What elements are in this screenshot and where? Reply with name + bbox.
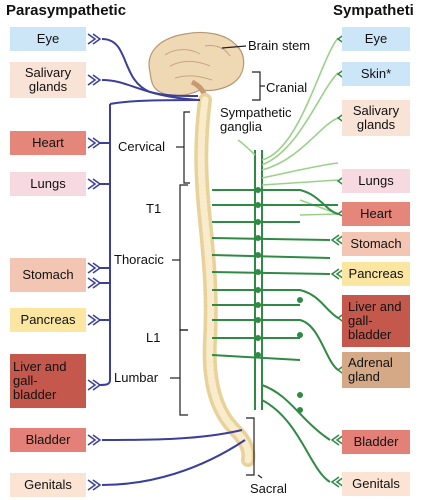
para-heart-box: Heart — [10, 131, 86, 155]
sympathetic-nerves-light — [237, 37, 339, 216]
cranial-label: Cranial — [266, 80, 308, 95]
symp-pancreas-label: Pancreas — [348, 266, 404, 281]
symp-liver-label: Liver and gall-bladder — [348, 299, 402, 342]
para-pancreas-box: Pancreas — [10, 308, 86, 332]
symp-bladder-label: Bladder — [353, 434, 399, 449]
symp-adrenal-label: Adrenal gland — [348, 355, 393, 384]
l1-label: L1 — [146, 330, 161, 345]
symp-heart-box: Heart — [342, 202, 410, 226]
sacral-label: Sacral — [250, 481, 287, 496]
symp-salivary-label: Salivary glands — [352, 103, 400, 132]
para-pancreas-label: Pancreas — [20, 312, 76, 327]
lumbar-label: Lumbar — [114, 370, 159, 385]
brain-illustration — [148, 31, 245, 101]
para-eye-label: Eye — [36, 31, 60, 46]
sympathetic-nerves-dark — [211, 189, 339, 483]
brain-stem-label: Brain stem — [248, 38, 311, 53]
symp-skin-label: Skin* — [360, 66, 392, 81]
symp-heart-label: Heart — [360, 206, 392, 221]
para-salivary-box: Salivary glands — [10, 62, 86, 98]
region-brackets — [170, 45, 265, 479]
para-genitals-label: Genitals — [24, 477, 72, 492]
symp-genitals-label: Genitals — [352, 476, 400, 491]
thoracic-label: Thoracic — [114, 252, 164, 267]
para-liver-box: Liver and gall-bladder — [10, 354, 86, 408]
symp-salivary-box: Salivary glands — [342, 100, 410, 136]
symp-eye-label: Eye — [364, 31, 388, 46]
para-bladder-label: Bladder — [25, 432, 71, 447]
symp-eye-box: Eye — [342, 27, 410, 51]
sympathetic-chain — [254, 150, 263, 410]
para-eye-box: Eye — [10, 27, 86, 51]
sympathetic-header: Sympatheti — [333, 2, 414, 19]
sympathetic-ganglia-label: Sympathetic ganglia — [220, 105, 292, 134]
para-liver-label: Liver and gall-bladder — [13, 359, 67, 402]
symp-adrenal-box: Adrenal gland — [342, 352, 410, 388]
symp-pancreas-box: Pancreas — [342, 262, 410, 286]
symp-genitals-box: Genitals — [342, 472, 410, 496]
para-lungs-box: Lungs — [10, 172, 86, 196]
cervical-label: Cervical — [118, 139, 165, 154]
para-bladder-box: Bladder — [10, 428, 86, 452]
parasympathetic-arrowheads — [87, 33, 102, 491]
para-salivary-label: Salivary glands — [24, 65, 72, 94]
para-stomach-box: Stomach — [10, 258, 86, 292]
parasympathetic-nerves — [99, 38, 246, 486]
para-heart-label: Heart — [32, 135, 64, 150]
para-stomach-label: Stomach — [22, 267, 74, 282]
spinal-cord — [194, 93, 256, 467]
symp-liver-box: Liver and gall-bladder — [342, 295, 410, 347]
symp-stomach-label: Stomach — [350, 236, 402, 251]
symp-lungs-box: Lungs — [342, 169, 410, 193]
sympathetic-ganglia-dots — [255, 187, 303, 413]
symp-skin-box: Skin* — [342, 62, 410, 86]
para-lungs-label: Lungs — [30, 176, 66, 191]
symp-lungs-label: Lungs — [358, 173, 394, 188]
symp-stomach-box: Stomach — [342, 232, 410, 256]
t1-label: T1 — [146, 201, 162, 216]
para-genitals-box: Genitals — [10, 473, 86, 497]
symp-bladder-box: Bladder — [342, 430, 410, 454]
parasympathetic-header: Parasympathetic — [6, 2, 127, 19]
